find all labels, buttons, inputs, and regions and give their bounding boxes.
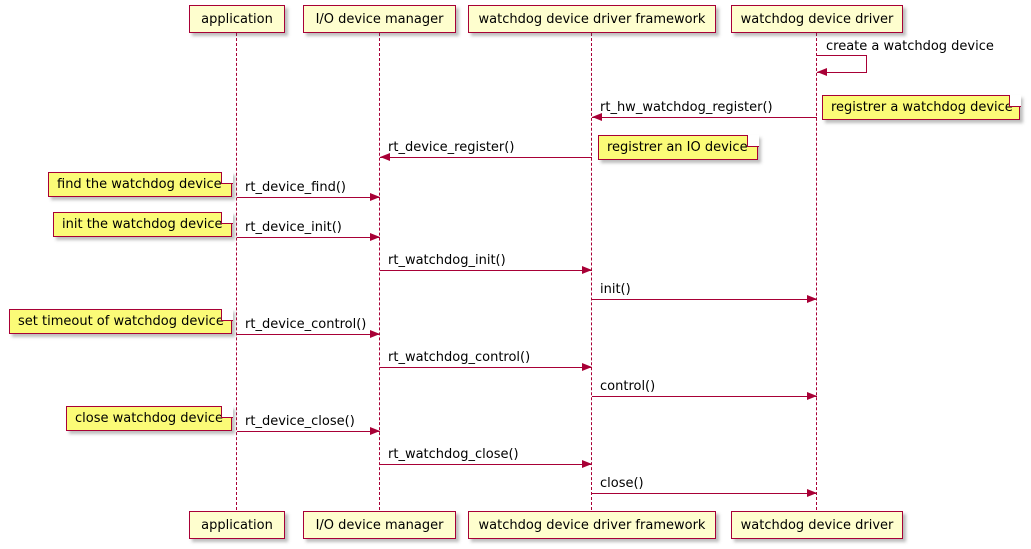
participant-label: watchdog device driver [740,517,894,533]
participant-label: watchdog device driver framework [478,11,706,27]
message-line [380,157,592,158]
message-label: control() [600,379,656,394]
participant-header-iodevmgr[interactable]: I/O device manager [303,5,456,33]
participant-label: watchdog device driver framework [478,517,706,533]
arrowhead-right-icon [370,193,380,201]
arrowhead-right-icon [807,489,817,497]
participant-header-application[interactable]: application [189,5,285,33]
arrowhead-right-icon [370,427,380,435]
note-fold-corner-icon [220,405,233,418]
arrowhead-right-icon [807,392,817,400]
note-text: find the watchdog device [57,177,222,192]
lifeline-application [236,33,238,510]
note-n2[interactable]: registrer an IO device [598,134,759,160]
note-text: set timeout of watchdog device [18,314,224,329]
lifeline-iodevmgr [379,33,381,510]
arrowhead-right-icon [807,295,817,303]
note-n3[interactable]: find the watchdog device [48,171,233,197]
arrowhead-right-icon [582,266,592,274]
message-label: create a watchdog device [826,39,994,54]
message-line [592,396,817,397]
message-label: rt_device_register() [388,140,515,155]
message-line [237,431,380,432]
participant-label: application [201,517,273,533]
participant-footer-application[interactable]: application [189,511,285,539]
message-label: rt_device_find() [245,180,346,195]
message-label: rt_watchdog_init() [388,253,506,268]
note-text: registrer an IO device [607,140,748,155]
message-line [380,464,592,465]
note-text: close watchdog device [75,411,223,426]
message-label: rt_device_control() [245,317,367,332]
note-n6[interactable]: close watchdog device [66,405,233,431]
message-line [380,367,592,368]
participant-footer-driver[interactable]: watchdog device driver [731,511,903,539]
note-text: registrer a watchdog device [831,100,1013,115]
participant-label: I/O device manager [315,517,444,533]
participant-label: watchdog device driver [740,11,894,27]
self-message-path [817,55,867,73]
note-fold-corner-icon [220,308,233,321]
note-fold-corner-icon [1008,94,1021,107]
participant-label: application [201,11,273,27]
arrowhead-right-icon [370,233,380,241]
participant-header-driver[interactable]: watchdog device driver [731,5,903,33]
arrowhead-right-icon [370,330,380,338]
message-line [237,197,380,198]
message-line [237,237,380,238]
message-label: rt_watchdog_control() [388,350,531,365]
arrowhead-left-icon [592,113,602,121]
message-label: init() [600,282,631,297]
arrowhead-right-icon [582,460,592,468]
participant-footer-iodevmgr[interactable]: I/O device manager [303,511,456,539]
note-fold-corner-icon [220,171,233,184]
message-label: rt_watchdog_close() [388,447,519,462]
message-label: close() [600,476,644,491]
message-line [592,493,817,494]
message-label: rt_device_close() [245,414,355,429]
message-line [380,270,592,271]
arrowhead-left-icon [380,153,390,161]
note-fold-corner-icon [746,134,759,147]
arrowhead-right-icon [582,363,592,371]
message-line [237,334,380,335]
note-n4[interactable]: init the watchdog device [53,211,233,237]
message-line [592,117,817,118]
message-label: rt_device_init() [245,220,342,235]
arrowhead-left-icon [817,68,827,76]
participant-header-framework[interactable]: watchdog device driver framework [468,5,716,33]
lifeline-driver [816,33,818,510]
participant-label: I/O device manager [315,11,444,27]
note-text: init the watchdog device [62,217,223,232]
note-n1[interactable]: registrer a watchdog device [822,94,1021,120]
note-n5[interactable]: set timeout of watchdog device [9,308,233,334]
message-line [592,299,817,300]
participant-footer-framework[interactable]: watchdog device driver framework [468,511,716,539]
message-label: rt_hw_watchdog_register() [600,100,773,115]
note-fold-corner-icon [220,211,233,224]
